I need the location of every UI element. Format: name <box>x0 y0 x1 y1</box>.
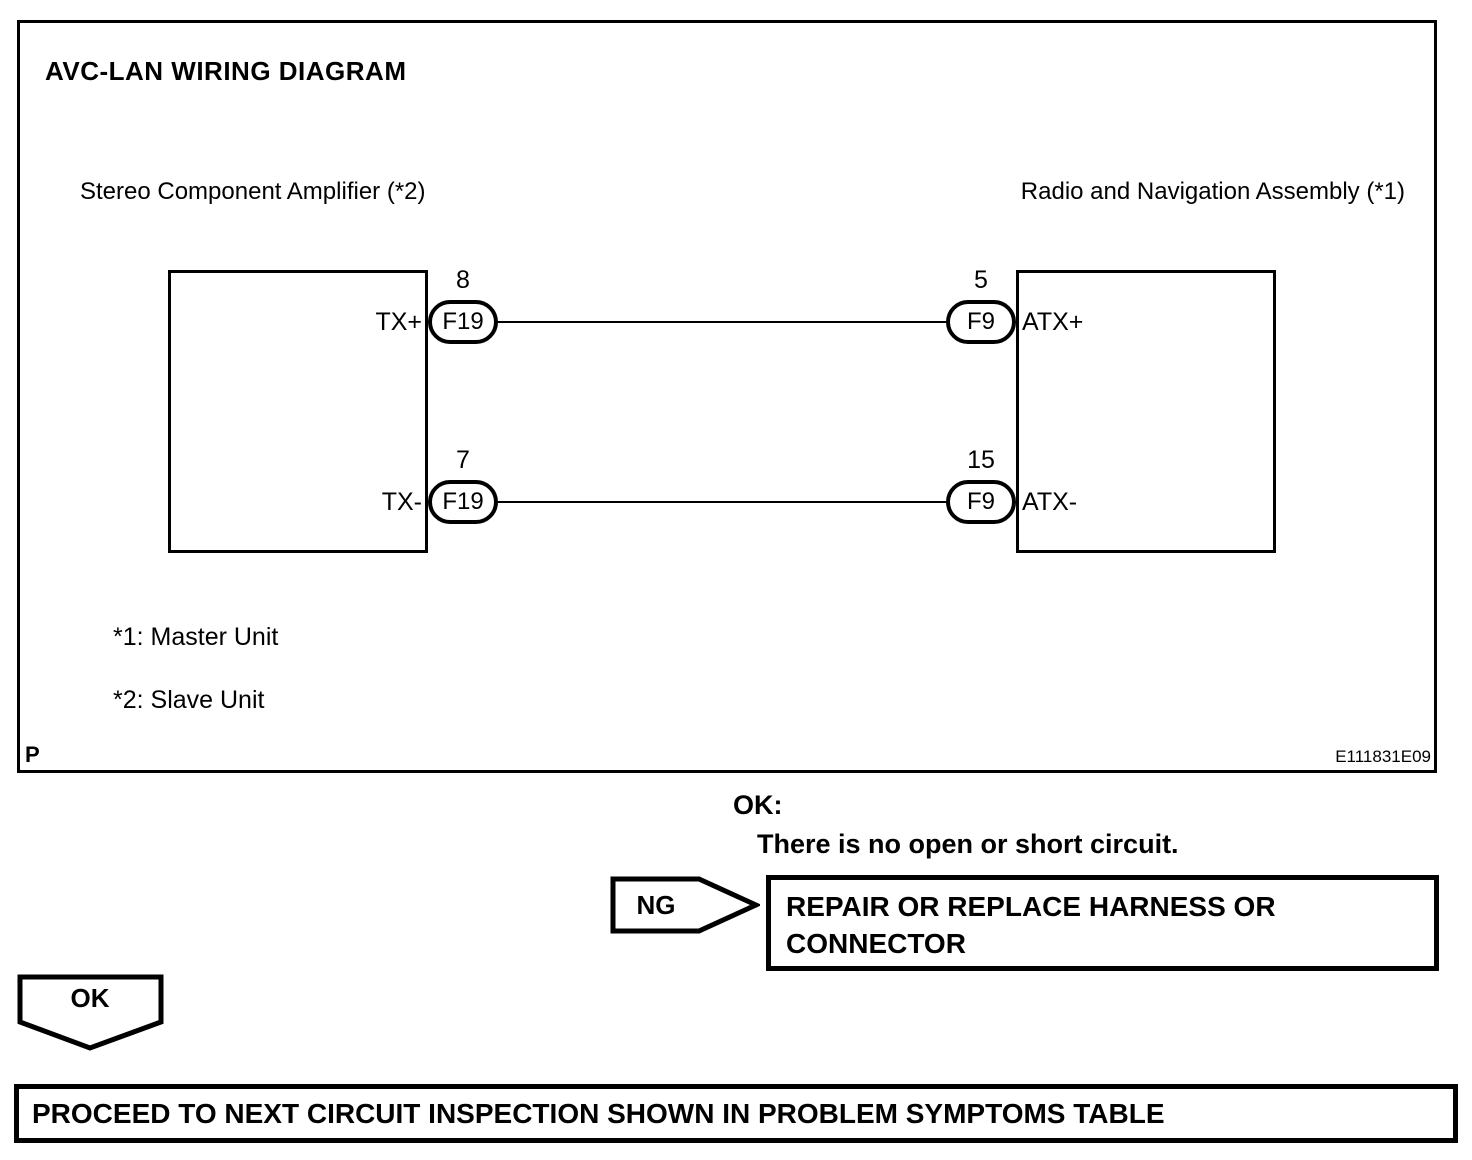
proceed-action-box: PROCEED TO NEXT CIRCUIT INSPECTION SHOWN… <box>14 1084 1458 1143</box>
ok-badge-label: OK <box>70 983 110 1013</box>
ok-result-heading: OK: <box>733 790 783 820</box>
stereo-amplifier-box <box>168 270 428 553</box>
pin-number-15: 15 <box>967 446 995 474</box>
figure-code: E111831E09 <box>1335 747 1431 766</box>
page-marker: P <box>25 742 40 767</box>
pin-number-5: 5 <box>974 266 988 294</box>
note-slave-unit: *2: Slave Unit <box>113 686 265 714</box>
note-master-unit: *1: Master Unit <box>113 623 279 651</box>
ok-pentagon-badge: OK <box>17 974 164 1051</box>
connector-f19-top: F19 <box>428 300 498 344</box>
ng-arrow-badge: NG <box>610 876 760 934</box>
pin-number-8: 8 <box>456 266 470 294</box>
signal-label-atx-plus: ATX+ <box>1022 308 1084 336</box>
diagram-title: AVC-LAN WIRING DIAGRAM <box>45 56 407 86</box>
ng-arrow-shape <box>610 876 760 934</box>
right-component-label: Radio and Navigation Assembly (*1) <box>1020 178 1405 205</box>
radio-navigation-box <box>1016 270 1276 553</box>
ng-action-box: REPAIR OR REPLACE HARNESS OR CONNECTOR <box>766 875 1439 971</box>
left-component-label: Stereo Component Amplifier (*2) <box>80 178 426 205</box>
wire-tx-plus <box>496 321 948 323</box>
ok-pentagon-icon <box>17 974 164 1051</box>
pin-number-7: 7 <box>456 446 470 474</box>
ng-arrow-icon <box>610 876 760 934</box>
ok-result-condition: There is no open or short circuit. <box>757 829 1179 859</box>
connector-f9-top: F9 <box>946 300 1016 344</box>
signal-label-tx-minus: TX- <box>381 488 422 516</box>
ng-badge-label: NG <box>636 889 676 920</box>
signal-label-tx-plus: TX+ <box>375 308 422 336</box>
wire-tx-minus <box>496 501 948 503</box>
ok-pentagon-shape <box>17 974 164 1051</box>
connector-f9-bottom: F9 <box>946 480 1016 524</box>
signal-label-atx-minus: ATX- <box>1022 488 1078 516</box>
connector-f19-bottom: F19 <box>428 480 498 524</box>
